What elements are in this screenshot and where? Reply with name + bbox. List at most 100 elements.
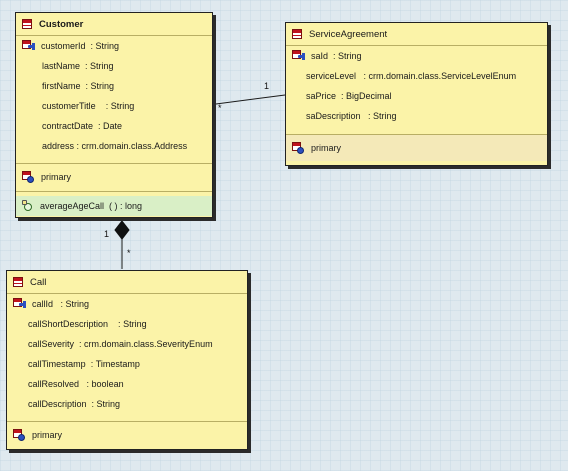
separator: : xyxy=(80,81,91,91)
multiplicity-call-star: * xyxy=(127,248,131,258)
class-icon xyxy=(22,19,32,29)
separator: : xyxy=(356,71,369,81)
attribute-name: callShortDescription xyxy=(28,319,109,329)
attribute-name: customerId xyxy=(41,41,86,51)
association-customer-serviceagreement xyxy=(215,94,286,105)
attribute-type: String xyxy=(95,41,120,51)
operations-section: averageAgeCall ( ) : long xyxy=(16,192,212,216)
separator: : xyxy=(360,111,374,121)
separator: : xyxy=(336,91,347,101)
keys-section: primary xyxy=(16,164,212,192)
attribute-name: contractDate xyxy=(42,121,94,131)
attribute-type: Date xyxy=(103,121,123,131)
attribute-row[interactable]: saPrice : BigDecimal xyxy=(286,86,547,106)
attribute-type: BigDecimal xyxy=(346,91,392,101)
key-row[interactable]: primary xyxy=(286,138,547,158)
attribute-name: address xyxy=(42,141,75,151)
key-label: primary xyxy=(311,143,342,153)
attribute-row[interactable]: customerId : String xyxy=(16,36,212,56)
attribute-name: saDescription xyxy=(306,111,361,121)
separator: : xyxy=(53,299,66,309)
class-name: Call xyxy=(30,276,47,288)
key-attribute-icon xyxy=(13,298,26,310)
attribute-row[interactable]: callShortDescription : String xyxy=(7,314,247,334)
key-row[interactable]: primary xyxy=(7,425,247,445)
primary-key-icon xyxy=(292,142,305,154)
operation-signature: ( ) : xyxy=(104,201,126,211)
attribute-row[interactable]: callTimestamp : Timestamp xyxy=(7,354,247,374)
keys-section: primary xyxy=(286,135,547,161)
attributes-section: saId : String serviceLevel : crm.domain.… xyxy=(286,46,547,135)
class-name: ServiceAgreement xyxy=(309,28,388,40)
attribute-name: lastName xyxy=(42,61,81,71)
class-icon xyxy=(292,29,302,39)
attribute-type: String xyxy=(123,319,147,329)
class-header[interactable]: Customer xyxy=(16,13,212,36)
attribute-type: crm.domain.class.ServiceLevelEnum xyxy=(368,71,517,81)
primary-key-icon xyxy=(13,429,26,441)
attribute-name: saId xyxy=(311,51,329,61)
operation-row[interactable]: averageAgeCall ( ) : long xyxy=(16,196,212,216)
separator: : xyxy=(74,339,85,349)
separator: : xyxy=(79,379,92,389)
multiplicity-customer-call-one: 1 xyxy=(104,229,110,239)
primary-key-icon xyxy=(22,171,35,183)
attribute-row[interactable]: contractDate : Date xyxy=(16,116,212,136)
key-label: primary xyxy=(41,172,72,182)
attribute-type: String xyxy=(90,61,114,71)
attribute-type: String xyxy=(96,399,121,409)
attribute-name: callSeverity xyxy=(28,339,75,349)
separator: : xyxy=(93,121,104,131)
attribute-type: String xyxy=(373,111,397,121)
separator: : xyxy=(86,399,97,409)
attribute-row[interactable]: customerTitle : String xyxy=(16,96,212,116)
attribute-row[interactable]: firstName : String xyxy=(16,76,212,96)
attributes-section: customerId : String lastName : String fi… xyxy=(16,36,212,164)
attribute-type: Timestamp xyxy=(95,359,140,369)
attribute-type: String xyxy=(338,51,362,61)
attribute-name: callResolved xyxy=(28,379,80,389)
class-header[interactable]: ServiceAgreement xyxy=(286,23,547,46)
separator: : xyxy=(74,141,82,151)
attribute-row[interactable]: lastName : String xyxy=(16,56,212,76)
attribute-row[interactable]: serviceLevel : crm.domain.class.ServiceL… xyxy=(286,66,547,86)
attribute-row[interactable]: callId : String xyxy=(7,294,247,314)
attribute-name: firstName xyxy=(42,81,81,91)
attribute-name: callTimestamp xyxy=(28,359,86,369)
keys-section: primary xyxy=(7,422,247,448)
attribute-type: String xyxy=(110,101,135,111)
separator: : xyxy=(85,359,96,369)
attribute-row[interactable]: callDescription : String xyxy=(7,394,247,414)
separator: : xyxy=(108,319,124,329)
operation-icon xyxy=(22,200,34,212)
attribute-type: boolean xyxy=(91,379,124,389)
multiplicity-sa-one: 1 xyxy=(264,81,270,91)
attribute-name: callDescription xyxy=(28,399,87,409)
attribute-name: callId xyxy=(32,299,54,309)
key-row[interactable]: primary xyxy=(16,167,212,187)
attributes-section: callId : String callShortDescription : S… xyxy=(7,294,247,422)
key-label: primary xyxy=(32,430,63,440)
key-attribute-icon xyxy=(22,40,35,52)
attribute-row[interactable]: saId : String xyxy=(286,46,547,66)
attribute-name: serviceLevel xyxy=(306,71,357,81)
attribute-row[interactable]: callSeverity : crm.domain.class.Severity… xyxy=(7,334,247,354)
class-serviceagreement[interactable]: ServiceAgreement saId : String serviceLe… xyxy=(285,22,548,166)
separator: : xyxy=(85,41,96,51)
operation-return-type: long xyxy=(125,201,143,211)
operation-name: averageAgeCall xyxy=(40,201,105,211)
attribute-row[interactable]: callResolved : boolean xyxy=(7,374,247,394)
class-name: Customer xyxy=(39,18,84,30)
separator: : xyxy=(80,61,91,71)
attribute-type: String xyxy=(90,81,115,91)
attribute-type: String xyxy=(65,299,90,309)
class-header[interactable]: Call xyxy=(7,271,247,294)
class-call[interactable]: Call callId : String callShortDescriptio… xyxy=(6,270,248,450)
class-customer[interactable]: Customer customerId : String lastName : … xyxy=(15,12,213,218)
separator: : xyxy=(328,51,339,61)
attribute-type: crm.domain.class.Address xyxy=(81,141,188,151)
class-icon xyxy=(13,277,23,287)
attribute-row[interactable]: saDescription : String xyxy=(286,106,547,126)
composition-diamond xyxy=(114,220,130,240)
attribute-row[interactable]: address : crm.domain.class.Address xyxy=(16,136,212,156)
